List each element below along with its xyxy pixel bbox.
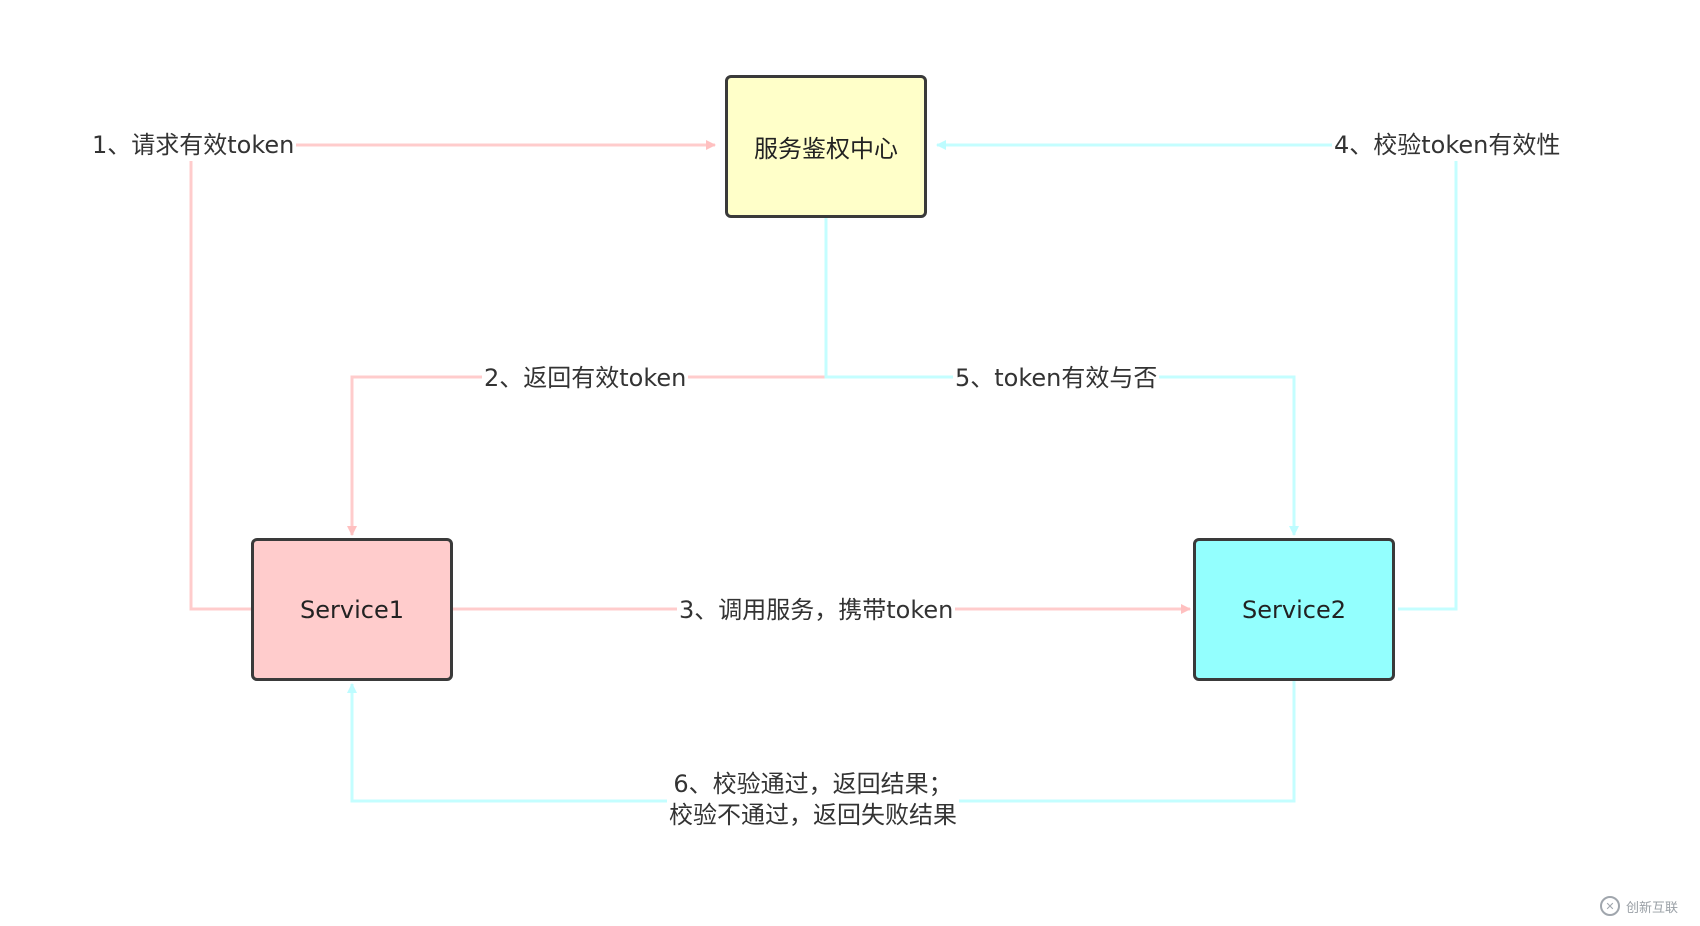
edge-step2-label: 2、返回有效token: [482, 363, 689, 395]
edge-step6-label-line2: 校验不通过，返回失败结果: [669, 801, 957, 830]
edge-step3-label: 3、调用服务，携带token: [677, 595, 956, 627]
edge-step1-label: 1、请求有效token: [90, 130, 297, 162]
watermark: ✕ 创新互联: [1600, 886, 1700, 926]
edge-step4-label: 4、校验token有效性: [1332, 130, 1563, 162]
watermark-logo-icon: ✕: [1600, 896, 1620, 916]
edge-step4-line: [936, 140, 1458, 611]
node-service1-label: Service1: [300, 595, 404, 624]
edge-step5-label: 5、token有效与否: [953, 363, 1160, 395]
node-auth-center-label: 服务鉴权中心: [754, 135, 898, 163]
edge-step6-label: 6、校验通过，返回结果； 校验不通过，返回失败结果: [667, 769, 959, 832]
watermark-text: 创新互联: [1626, 900, 1679, 916]
node-service2: Service2: [1193, 538, 1395, 681]
node-service2-label: Service2: [1242, 595, 1346, 624]
node-service1: Service1: [251, 538, 453, 681]
edge-step6-label-line1: 6、校验通过，返回结果；: [673, 770, 953, 798]
node-auth-center: 服务鉴权中心: [725, 75, 927, 218]
edge-step1-line: [189, 140, 716, 611]
